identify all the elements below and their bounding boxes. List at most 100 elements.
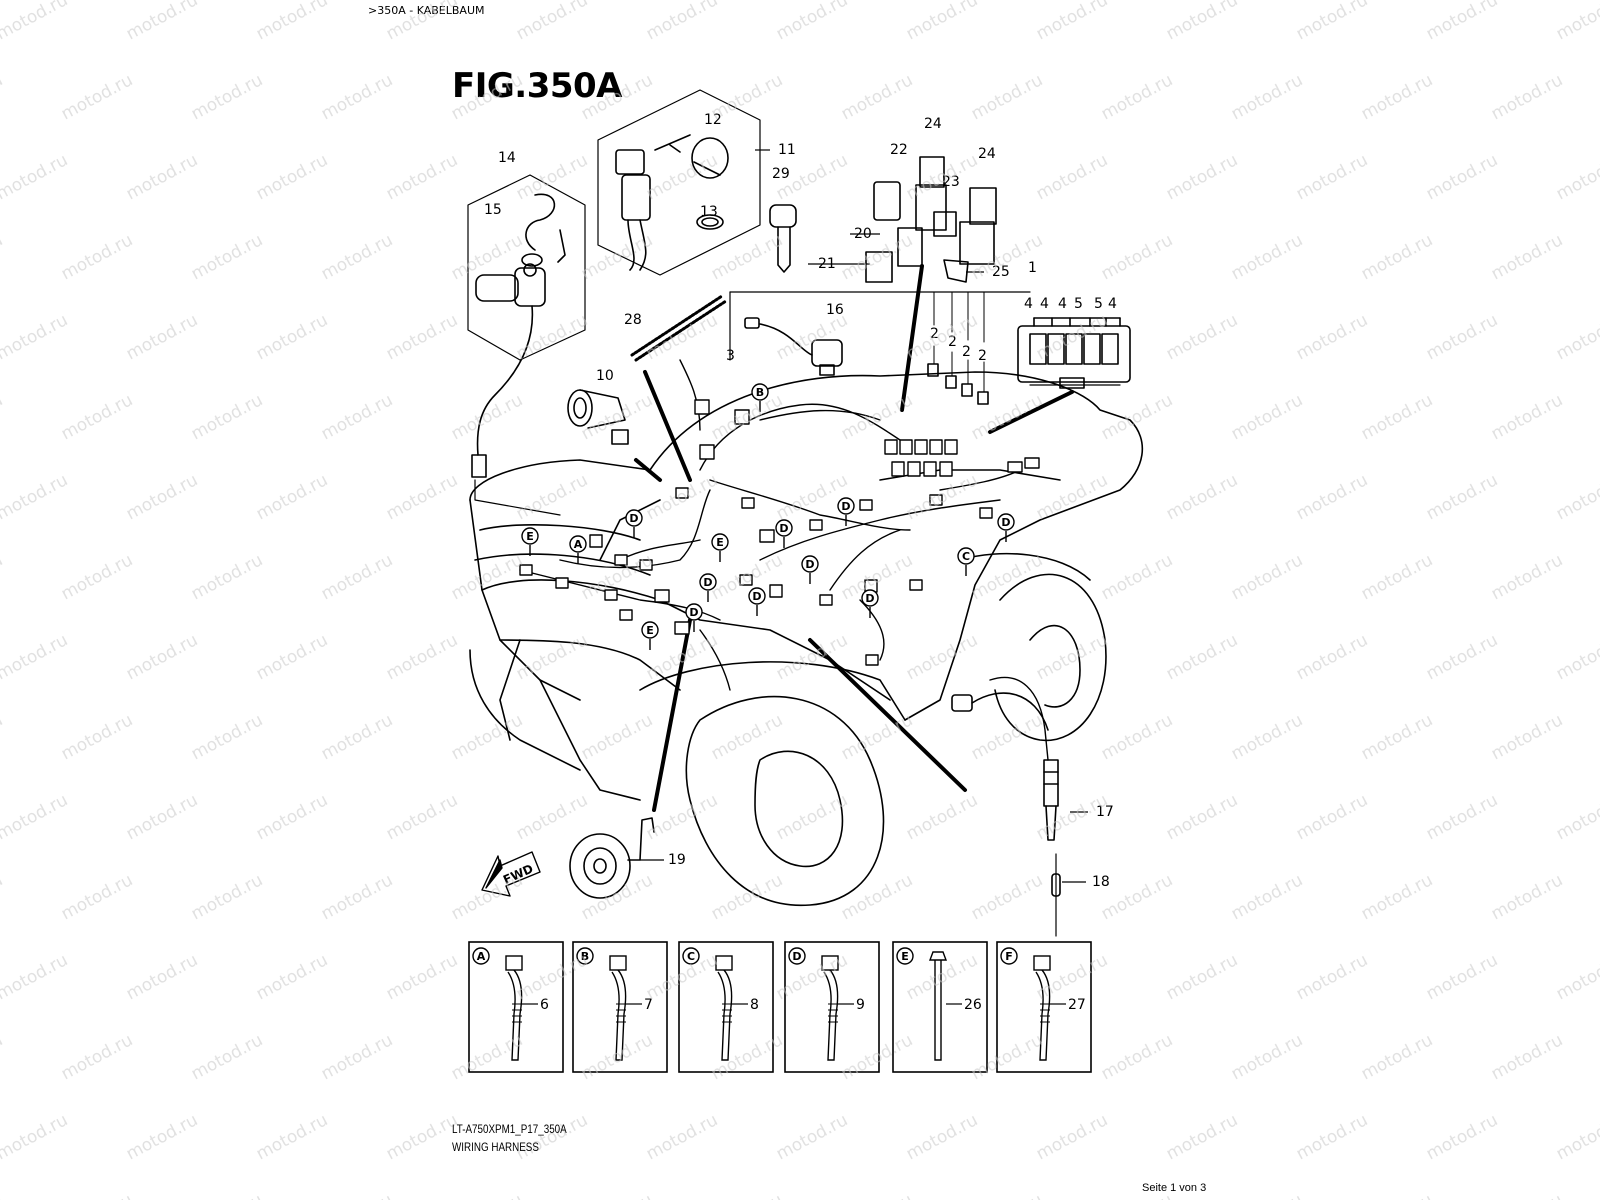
callout-19[interactable]: 19 [668,852,686,868]
callout-18[interactable]: 18 [1092,874,1110,890]
clamp-ref-e[interactable]: E [641,621,659,650]
svg-text:B: B [756,386,764,399]
clamp-ref-d[interactable]: D [748,587,766,616]
callout-3[interactable]: 3 [726,348,735,364]
clamp-ref-c[interactable]: C [957,547,975,576]
svg-text:D: D [752,590,761,603]
clamp-ref-d[interactable]: D [685,603,703,632]
callout-24-1[interactable]: 24 [978,146,996,162]
clamp-ref-d[interactable]: D [837,497,855,526]
svg-text:A: A [574,538,583,551]
clamp-panel-f[interactable]: F 27 [996,941,1092,1073]
fwd-label: FWD [501,862,535,888]
svg-text:C: C [962,550,970,563]
callout-2[interactable]: 2 [930,326,939,342]
callout-22[interactable]: 22 [890,142,908,158]
panel-part-number[interactable]: 9 [856,997,865,1013]
panel-letter: B [581,950,589,963]
fuse-box [1017,317,1131,389]
svg-text:D: D [841,500,850,513]
clamp-panel-c[interactable]: C8 [678,941,774,1073]
svg-text:D: D [629,512,638,525]
panel-part-number[interactable]: 8 [750,997,759,1013]
clamp-ref-e[interactable]: E [521,527,539,556]
clamp-panel-d[interactable]: D9 [784,941,880,1073]
callout-4-2[interactable]: 4 [1058,296,1067,312]
leader-lines [634,264,1074,812]
svg-text:E: E [716,536,724,549]
callout-2-3[interactable]: 2 [978,348,987,364]
clamp-ref-d[interactable]: D [861,589,879,618]
callout-13[interactable]: 13 [700,204,718,220]
figure-title: FIG.350A [452,66,622,106]
fuse-parts [927,291,989,405]
key-part [769,204,797,273]
atv-body-outline [469,371,1144,907]
callout-2-1[interactable]: 2 [948,334,957,350]
callout-4[interactable]: 4 [1024,296,1033,312]
clamp-ref-a[interactable]: A [569,535,587,564]
panel-letter: A [477,950,486,963]
callout-10[interactable]: 10 [596,368,614,384]
callout-17[interactable]: 17 [1096,804,1114,820]
svg-text:E: E [646,624,654,637]
breadcrumb[interactable]: >350A - KABELBAUM [368,4,485,17]
callout-12[interactable]: 12 [704,112,722,128]
svg-text:D: D [689,606,698,619]
panel-letter: E [901,950,909,963]
clamp-ref-d[interactable]: D [801,555,819,584]
panel-part-number[interactable]: 26 [964,997,982,1013]
callout-25[interactable]: 25 [992,264,1010,280]
oxygen-sensor [951,692,1059,841]
wire-harness [519,359,1049,761]
panel-letter: F [1005,950,1013,963]
clamp-ref-e[interactable]: E [711,533,729,562]
clamp-ref-d[interactable]: D [625,509,643,538]
callout-16[interactable]: 16 [826,302,844,318]
harness-connectors [519,399,1040,666]
clamp-ref-b[interactable]: B [751,383,769,412]
callout-5-1[interactable]: 5 [1094,296,1103,312]
clamp-panel-b[interactable]: B7 [572,941,668,1073]
clamp-ref-d[interactable]: D [997,513,1015,542]
clamp-panel-a[interactable]: A6 [468,941,564,1073]
clamp-panel-e[interactable]: E 26 [892,941,988,1073]
sensor-part [744,317,843,376]
ignition-switch-group [597,89,761,276]
accessory-socket [567,389,629,445]
callout-23[interactable]: 23 [942,174,960,190]
callout-5[interactable]: 5 [1074,296,1083,312]
panel-part-number[interactable]: 27 [1068,997,1086,1013]
svg-text:D: D [1001,516,1010,529]
clamp-ref-d[interactable]: D [775,519,793,548]
panel-letter: D [792,950,801,963]
thin-leader-lines [474,291,1121,516]
handlebar-switch-group [467,174,586,478]
clamp-ref-d[interactable]: D [699,573,717,602]
panel-part-number[interactable]: 7 [644,997,653,1013]
callout-14[interactable]: 14 [498,150,516,166]
svg-text:D: D [865,592,874,605]
callout-11[interactable]: 11 [778,142,796,158]
callout-15[interactable]: 15 [484,202,502,218]
svg-text:D: D [703,576,712,589]
callout-2-2[interactable]: 2 [962,344,971,360]
model-name: WIRING HARNESS [452,1140,539,1154]
callout-24[interactable]: 24 [924,116,942,132]
page-number: Seite 1 von 3 [1142,1182,1207,1194]
panel-part-number[interactable]: 6 [540,997,549,1013]
callout-29[interactable]: 29 [772,166,790,182]
callout-4-3[interactable]: 4 [1108,296,1117,312]
svg-text:D: D [805,558,814,571]
relay-group [865,156,997,283]
callout-4-1[interactable]: 4 [1040,296,1049,312]
callout-28[interactable]: 28 [624,312,642,328]
callout-1[interactable]: 1 [1028,260,1037,276]
horn-part [569,817,655,899]
protector-tube [630,294,728,362]
